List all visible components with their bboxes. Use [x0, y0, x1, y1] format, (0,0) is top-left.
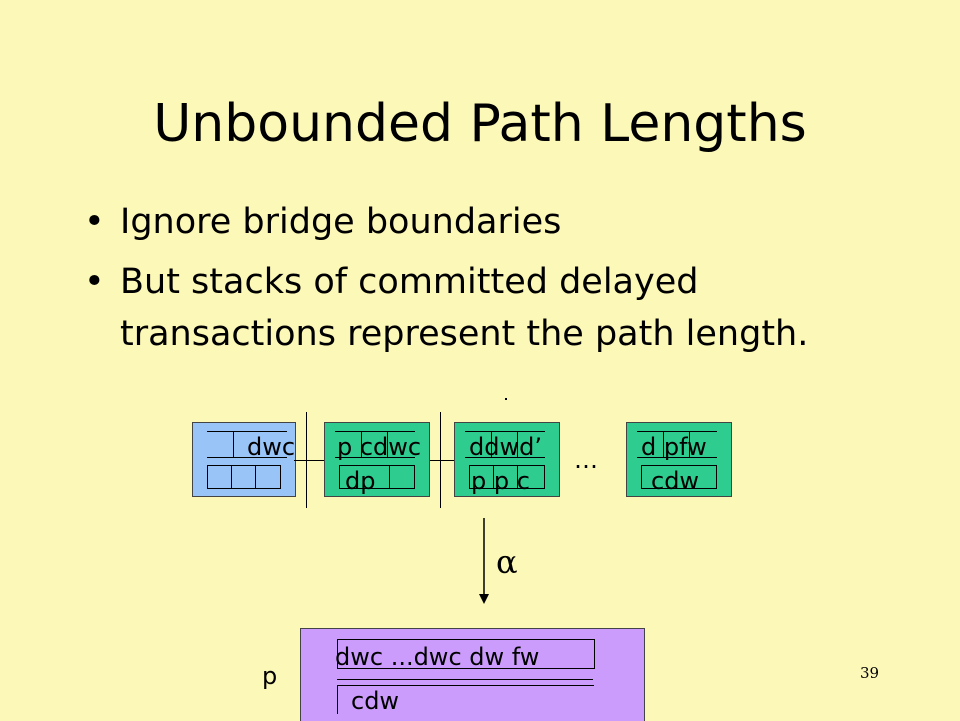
ellipsis: … [574, 446, 598, 474]
stack-box-1: dwc [192, 422, 296, 497]
stack-2-bottom-label: dp [345, 467, 376, 495]
stack-box-4: d pfw cdw [626, 422, 732, 497]
cell-line [337, 679, 593, 680]
bullet-marker: • [84, 262, 105, 302]
cell-line [465, 431, 545, 432]
cell-line [335, 457, 415, 458]
cell-line [663, 431, 664, 457]
abstraction-arrow [479, 518, 489, 604]
cell-line [335, 431, 415, 432]
bridge-boundary-line [440, 412, 441, 508]
stray-dot [505, 398, 507, 400]
cell-line [389, 465, 390, 489]
bridge-boundary-line [306, 412, 307, 508]
cell-line [517, 465, 518, 489]
result-path-label: p [262, 662, 278, 690]
cell-line [517, 431, 518, 457]
cell-line [361, 431, 362, 457]
stack-3-bottom-cells [469, 465, 545, 489]
cell-line [491, 431, 492, 457]
bullet-list: • Ignore bridge boundaries • But stacks … [84, 196, 884, 368]
connector-line [294, 460, 324, 461]
bullet-marker: • [84, 202, 105, 242]
result-top-label: dwc ...dwc dw fw [335, 643, 540, 671]
stack-box-3: ddwd’ p p c [454, 422, 560, 497]
stack-4-top-label: d pfw [641, 433, 707, 461]
cell-line [207, 431, 287, 432]
cell-line [387, 431, 388, 457]
bullet-item: • But stacks of committed delayed transa… [84, 256, 884, 360]
stack-4-bottom-label: cdw [651, 467, 700, 495]
stack-box-2: p cdwc dp [324, 422, 430, 497]
cell-line [689, 431, 690, 457]
cell-line [637, 431, 717, 432]
bullet-text: But stacks of committed delayed transact… [120, 262, 809, 354]
connector-line [428, 460, 454, 461]
stack-4-bottom-cells [641, 465, 717, 489]
stack-2-top-label: p cdwc [337, 433, 422, 461]
result-top-cell [337, 639, 595, 669]
bullet-item: • Ignore bridge boundaries [84, 196, 884, 248]
stack-3-top-label: ddwd’ [469, 433, 542, 461]
slide-title: Unbounded Path Lengths [153, 94, 807, 154]
stack-3-bottom-label: p p c [471, 467, 530, 495]
cell-line [231, 465, 232, 489]
cell-line [493, 465, 494, 489]
page-number: 39 [860, 664, 880, 682]
bullet-text: Ignore bridge boundaries [120, 202, 562, 242]
result-bottom-label: cdw [351, 687, 400, 715]
cell-line [465, 457, 545, 458]
cell-line [637, 457, 717, 458]
stack-2-bottom-cells [339, 465, 415, 489]
cell-line [255, 465, 256, 489]
cell-line [233, 431, 234, 457]
result-bottom-cell [337, 685, 594, 714]
stack-1-top-label: dwc [247, 433, 296, 461]
arrow-label-alpha: α [496, 543, 518, 581]
result-box: dwc ...dwc dw fw cdw [300, 628, 645, 721]
stack-1-bottom-cells [207, 465, 281, 489]
cell-line [207, 457, 287, 458]
